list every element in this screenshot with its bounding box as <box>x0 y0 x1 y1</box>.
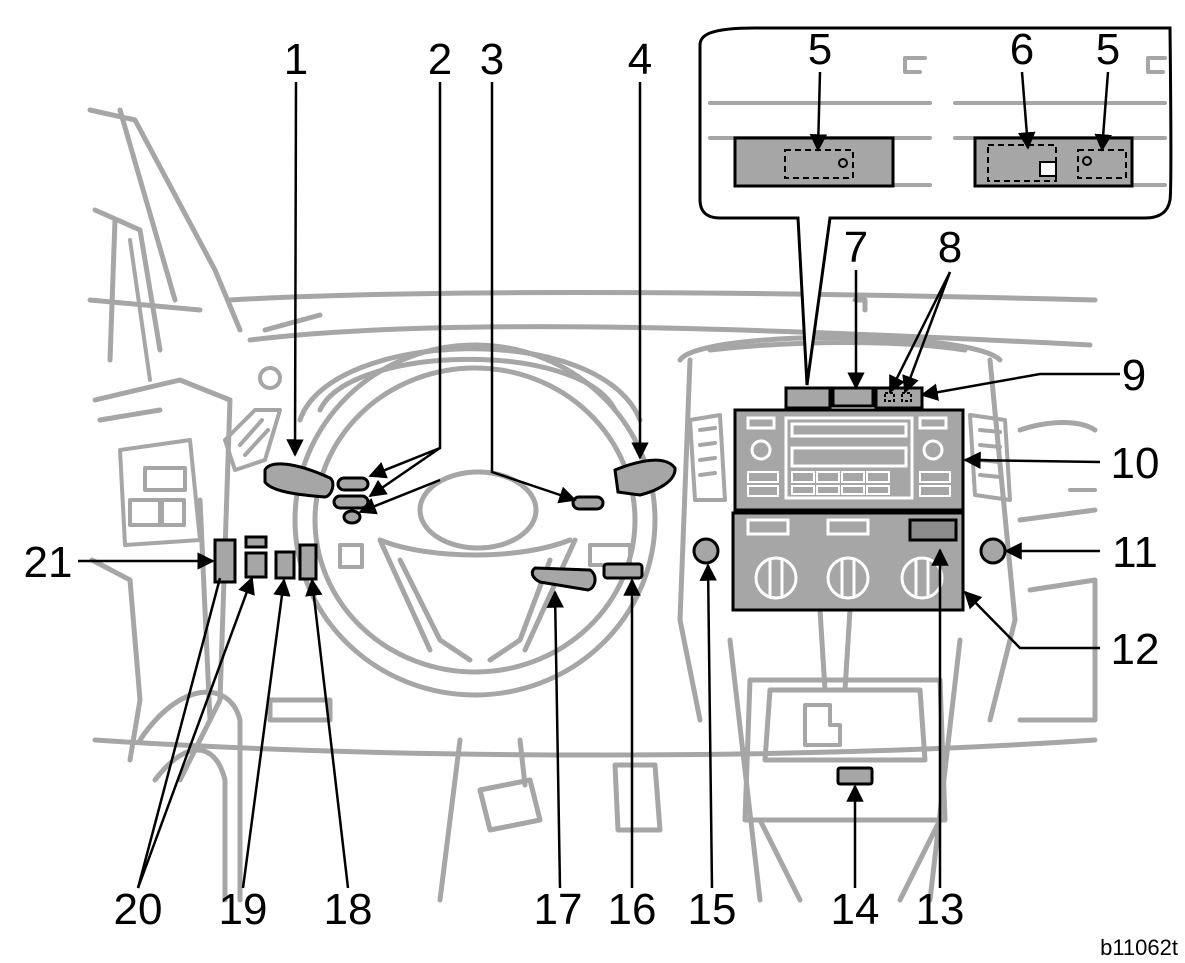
figure-code: b11062t <box>1100 935 1178 960</box>
tilt-lever <box>530 566 597 592</box>
callout-8: 8 <box>938 223 962 272</box>
steering-switch-lower <box>342 509 362 525</box>
steering-switch-right <box>571 495 605 511</box>
steering-switch-upper <box>336 476 370 492</box>
switch-15 <box>692 537 720 565</box>
callout-7: 7 <box>844 223 868 272</box>
callout-16: 16 <box>608 885 657 934</box>
left-stalk <box>263 462 335 499</box>
callout-6: 6 <box>1010 25 1034 74</box>
components <box>213 386 1007 786</box>
callout-15: 15 <box>688 885 737 934</box>
steering-switch-middle <box>332 494 370 510</box>
switch-13 <box>908 518 958 542</box>
callout-12: 12 <box>1111 625 1160 674</box>
switch-21 <box>213 538 237 584</box>
callout-13: 13 <box>916 885 965 934</box>
callout-1: 1 <box>284 35 308 84</box>
callout-17: 17 <box>534 885 583 934</box>
callout-14: 14 <box>831 885 880 934</box>
callout-21: 21 <box>24 538 73 587</box>
switch-16 <box>602 562 644 580</box>
callout-5-right: 5 <box>1096 25 1120 74</box>
switch-14 <box>836 766 874 786</box>
switch-18 <box>298 543 318 581</box>
callout-10: 10 <box>1111 439 1160 488</box>
switch-20-top <box>244 535 268 549</box>
callout-3: 3 <box>480 35 504 84</box>
callout-20: 20 <box>114 885 163 934</box>
switch-19 <box>274 550 296 580</box>
switch-11 <box>979 537 1007 565</box>
callout-labels: 1 2 3 4 5 6 5 7 8 9 10 11 12 13 14 15 16… <box>24 25 1178 960</box>
right-stalk <box>613 458 677 497</box>
callout-19: 19 <box>219 885 268 934</box>
clock-display <box>784 386 832 410</box>
callout-4: 4 <box>628 35 652 84</box>
callout-11: 11 <box>1112 528 1158 577</box>
display-7 <box>831 386 875 408</box>
callout-5-left: 5 <box>808 25 832 74</box>
display-8-9 <box>874 386 924 410</box>
leader-lines <box>78 71 1120 889</box>
dashboard-lineart <box>87 107 1098 903</box>
callout-18: 18 <box>324 885 373 934</box>
switch-20 <box>244 551 268 579</box>
callout-2: 2 <box>428 35 452 84</box>
callout-9: 9 <box>1122 351 1146 400</box>
